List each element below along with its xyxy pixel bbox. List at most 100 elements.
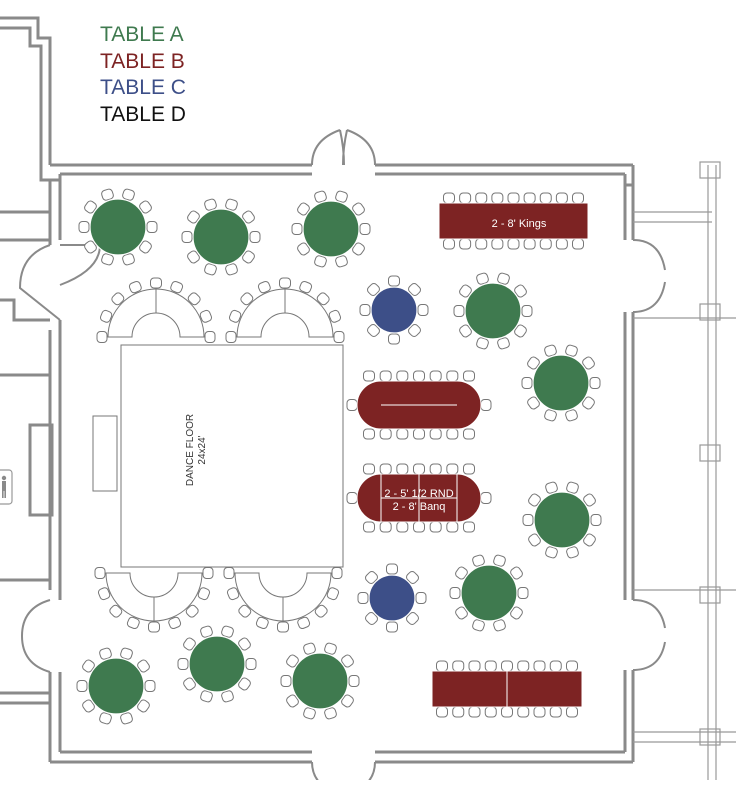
chair [82, 659, 95, 673]
band-riser [92, 415, 118, 492]
table-a-round [533, 491, 591, 549]
chair [286, 694, 299, 708]
chair [101, 253, 114, 266]
legend-table-c: TABLE C [100, 76, 186, 99]
chair [388, 275, 400, 287]
chair [238, 677, 251, 691]
chair [463, 428, 475, 440]
chair [452, 660, 465, 672]
chair [544, 344, 557, 357]
chair [221, 625, 234, 638]
chair [348, 675, 360, 687]
chair [517, 660, 530, 672]
chair [365, 612, 378, 625]
chair [413, 370, 425, 382]
table-d-half-round [234, 572, 332, 622]
chair [144, 680, 156, 692]
chair [507, 238, 520, 250]
chair [280, 675, 292, 687]
chair [549, 660, 562, 672]
table-d-half-round [236, 288, 334, 338]
chair [291, 223, 303, 235]
table-c-round [368, 574, 416, 622]
chair [94, 567, 106, 579]
chair [199, 309, 213, 323]
chair [326, 587, 340, 601]
chair [341, 654, 354, 668]
table-a-round [188, 635, 246, 693]
chair [297, 242, 310, 256]
chair [386, 621, 398, 633]
chair [379, 428, 392, 440]
chair [249, 231, 261, 243]
chair [324, 707, 337, 720]
chair [346, 399, 358, 411]
chair [223, 567, 235, 579]
chair [533, 660, 546, 672]
chair [429, 521, 442, 533]
chair [257, 280, 271, 294]
chair [314, 190, 327, 203]
chair [126, 616, 140, 630]
chair [446, 521, 459, 533]
chair [82, 699, 95, 713]
table-a-round [460, 564, 518, 622]
chair [510, 606, 523, 620]
chair [565, 409, 578, 422]
chair [363, 428, 375, 440]
chair [120, 712, 133, 725]
chair [582, 396, 595, 410]
chair [396, 428, 409, 440]
chair [476, 337, 489, 350]
chair [475, 238, 488, 250]
chair [436, 660, 448, 672]
table-a-round [89, 198, 147, 256]
chair [286, 654, 299, 668]
table-a-round [87, 657, 145, 715]
chair [96, 331, 108, 343]
chair [226, 587, 240, 601]
chair [388, 333, 400, 345]
chair [187, 210, 200, 224]
chair [459, 284, 472, 298]
chair [545, 481, 558, 494]
chair [352, 242, 365, 256]
chair [101, 188, 114, 201]
chair [436, 706, 448, 718]
chair [316, 292, 330, 306]
chair [565, 344, 578, 357]
chair [452, 706, 465, 718]
chair [501, 706, 513, 718]
chair [245, 658, 257, 670]
chair [177, 658, 189, 670]
chair [566, 481, 579, 494]
chair [84, 200, 97, 214]
chair [463, 370, 475, 382]
chair [240, 292, 254, 306]
chair [225, 331, 237, 343]
chair [446, 463, 459, 475]
chair [555, 238, 568, 250]
exterior-gridlines [633, 161, 736, 780]
chair [204, 331, 216, 343]
table-d-half-round [105, 572, 203, 622]
chair [566, 706, 578, 718]
chair [170, 280, 184, 294]
chair [528, 493, 541, 507]
chair [493, 554, 506, 567]
chair [527, 396, 540, 410]
table-b-kings-top [438, 202, 589, 240]
chair [363, 521, 375, 533]
chair [137, 659, 150, 673]
chair [148, 621, 160, 633]
chair [497, 337, 510, 350]
chair [463, 463, 475, 475]
chair [221, 690, 234, 703]
chair [333, 331, 345, 343]
chair [545, 546, 558, 559]
chair [472, 619, 485, 632]
chair [493, 619, 506, 632]
chair [497, 272, 510, 285]
chair [406, 612, 419, 625]
chair [99, 647, 112, 660]
